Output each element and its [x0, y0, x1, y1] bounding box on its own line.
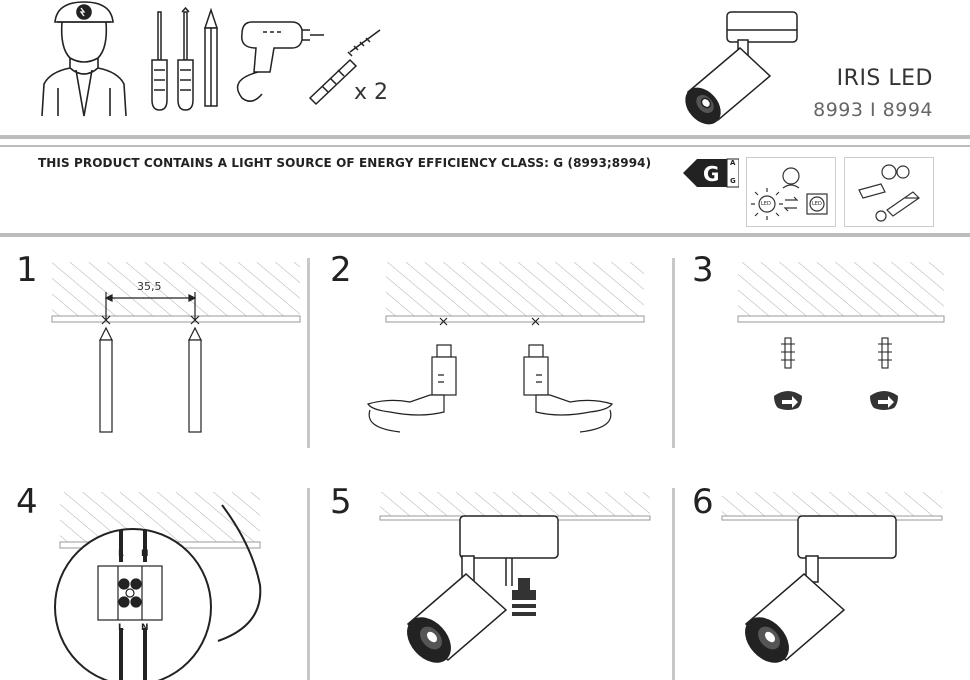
energy-arrow-icon	[683, 158, 739, 188]
step-1-number: 1	[16, 250, 38, 290]
replaceable-led-pictogram: LED LED	[746, 157, 836, 227]
divider-top	[0, 135, 970, 139]
step-5-number: 5	[330, 482, 352, 522]
step-divider-3	[307, 488, 310, 680]
step-divider-4	[672, 488, 675, 680]
step-4-drawing	[54, 492, 262, 680]
terminal-label-n-bottom: N	[141, 623, 149, 633]
terminal-label-l-top: L	[118, 549, 124, 559]
step-2-drawing	[367, 262, 645, 433]
step-6-number: 6	[692, 482, 714, 522]
step-3-drawing	[737, 262, 945, 410]
product-codes: 8993 I 8994	[813, 99, 933, 121]
energy-label: G A G	[683, 156, 739, 190]
led-label-left: LED	[761, 201, 771, 207]
step-1-drawing	[51, 262, 301, 433]
dowel-quantity: x 2	[354, 80, 389, 105]
terminal-label-n-top: N	[141, 549, 149, 559]
led-label-right: LED	[812, 201, 822, 207]
energy-scale-bottom: G	[730, 177, 736, 185]
step-4-number: 4	[16, 482, 38, 522]
step-1-dimension: 35,5	[137, 280, 162, 293]
step-3-number: 3	[692, 250, 714, 290]
non-replaceable-pictogram	[844, 157, 934, 227]
energy-statement: THIS PRODUCT CONTAINS A LIGHT SOURCE OF …	[38, 156, 652, 170]
professional-replace-icon	[858, 164, 920, 222]
energy-scale-top: A	[730, 159, 736, 167]
product-name: IRIS LED	[836, 66, 933, 91]
terminal-label-l-bottom: L	[118, 623, 124, 633]
energy-class-letter: G	[703, 162, 720, 186]
step-6-drawing	[721, 492, 943, 663]
step-divider-2	[672, 258, 675, 448]
step-divider-1	[307, 258, 310, 448]
step-5-drawing	[379, 492, 651, 663]
divider-top-2	[0, 145, 970, 147]
led-replace-icon	[751, 167, 828, 220]
divider-energy	[0, 233, 970, 237]
header: x 2 IRIS LED 8993 I 8994	[0, 0, 970, 135]
step-2-number: 2	[330, 250, 352, 290]
